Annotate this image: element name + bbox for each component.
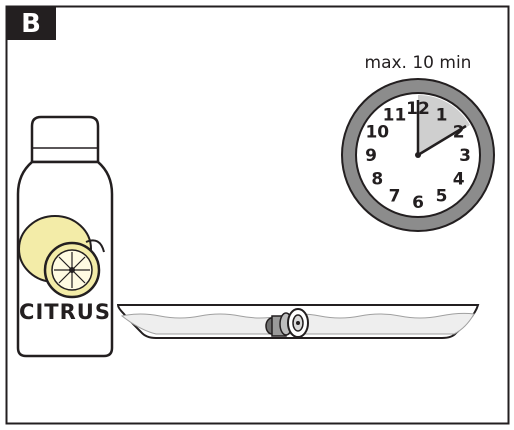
clock-hour-hand xyxy=(417,124,467,157)
clock-number-9: 9 xyxy=(365,146,377,166)
citrus-bottle: CITRUS xyxy=(16,115,114,358)
clock-number-1: 1 xyxy=(436,105,448,125)
clock-number-7: 7 xyxy=(389,187,401,207)
clock-number-11: 11 xyxy=(383,105,407,125)
clock-number-6: 6 xyxy=(412,193,424,213)
time-limit-note: max. 10 min xyxy=(365,53,472,73)
step-label-text: B xyxy=(21,9,41,39)
nozzle-part-icon xyxy=(265,308,309,338)
step-label: B xyxy=(6,6,56,40)
clock-number-5: 5 xyxy=(436,187,448,207)
clock-time-sector xyxy=(418,95,470,155)
clock-numbers: 121234567891011 xyxy=(365,99,471,213)
clock-center xyxy=(415,152,421,158)
bottle-cap xyxy=(30,115,100,164)
soaking-tray xyxy=(116,304,480,339)
lemon-icon xyxy=(18,215,105,299)
clock: max. 10 min 121234567891011 xyxy=(341,53,495,232)
clock-number-3: 3 xyxy=(459,146,471,166)
clock-number-2: 2 xyxy=(453,123,465,143)
bottle-brand-label: CITRUS xyxy=(19,300,111,324)
clock-number-8: 8 xyxy=(371,170,383,190)
clock-number-4: 4 xyxy=(453,170,465,190)
step-label-box xyxy=(6,6,56,40)
clock-number-10: 10 xyxy=(365,123,389,143)
